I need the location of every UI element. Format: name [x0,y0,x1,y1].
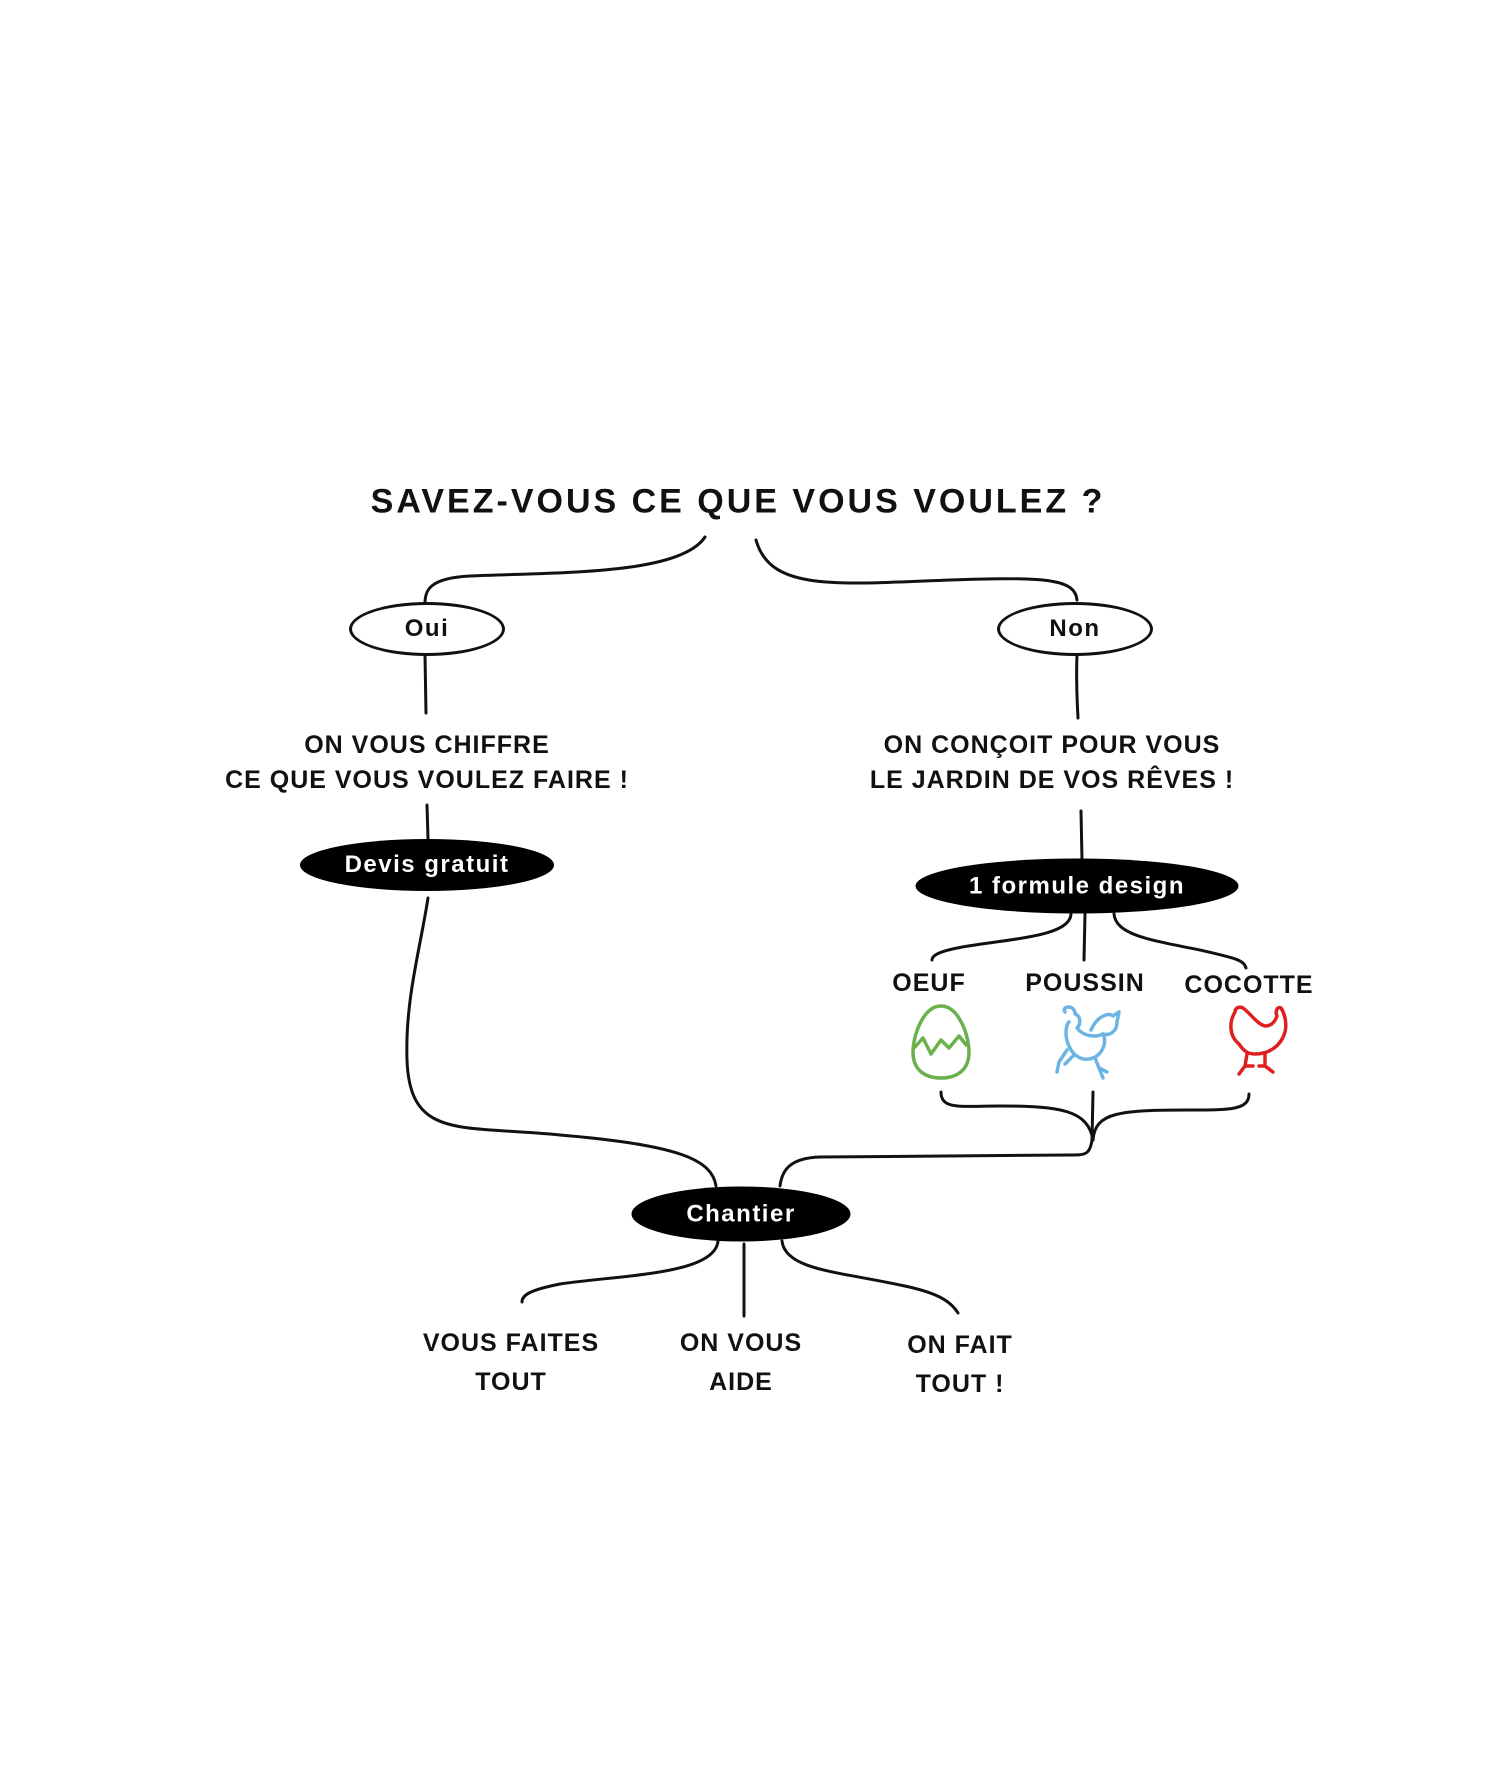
connector-text-devis [425,803,430,841]
formula-oeuf-label: Oeuf [892,969,966,997]
chantier-node: Chantier [631,1186,851,1242]
hen-icon [1229,1005,1288,1076]
oui-text-line2: ce que vous voulez faire ! [225,766,629,794]
connector-formule-oeuf [930,912,1073,962]
connector-oui-text [423,653,428,715]
connector-oeuf-merge [939,1090,1095,1142]
devis-gratuit-node: Devis gratuit [300,839,554,891]
connector-non-text [1075,653,1080,720]
formula-poussin-label: Poussin [1025,969,1145,997]
outcome-vous-faites-line1: Vous faites [422,1329,600,1357]
connector-formule-cocotte [1112,912,1248,970]
outcome-vous-faites-line2: tout [475,1368,547,1396]
formula-cocotte-label: Cocotte [1184,971,1314,999]
connector-chantier-vous-faites [520,1239,720,1304]
connector-cocotte-merge [1091,1092,1251,1142]
connector-text-formule [1079,809,1084,862]
outcome-on-fait-line1: On fait [907,1331,1013,1359]
non-node: Non [997,602,1153,656]
outcome-on-vous-aide-line1: On vous [679,1329,803,1357]
outcome-on-fait-line2: tout ! [915,1370,1005,1398]
non-text-line1: On conçoit pour vous [883,731,1221,759]
connector-merge-chantier [778,1090,1095,1188]
oui-text-line1: On vous chiffre [304,731,550,759]
formule-design-node: 1 formule design [915,858,1239,914]
oui-node: Oui [349,602,505,656]
outcome-on-vous-aide-line2: aide [709,1368,773,1396]
egg-icon [911,1004,971,1080]
connector-title-oui [423,535,707,605]
connector-formule-poussin [1082,912,1087,962]
connector-chantier-on-fait [780,1239,960,1315]
connector-title-non [754,538,1079,602]
connector-devis-chantier [405,896,718,1188]
non-text-line2: le jardin de vos rêves ! [869,766,1235,794]
flowchart-title: Savez-vous ce que vous voulez ? [370,482,1106,521]
chick-icon [1055,1005,1121,1080]
